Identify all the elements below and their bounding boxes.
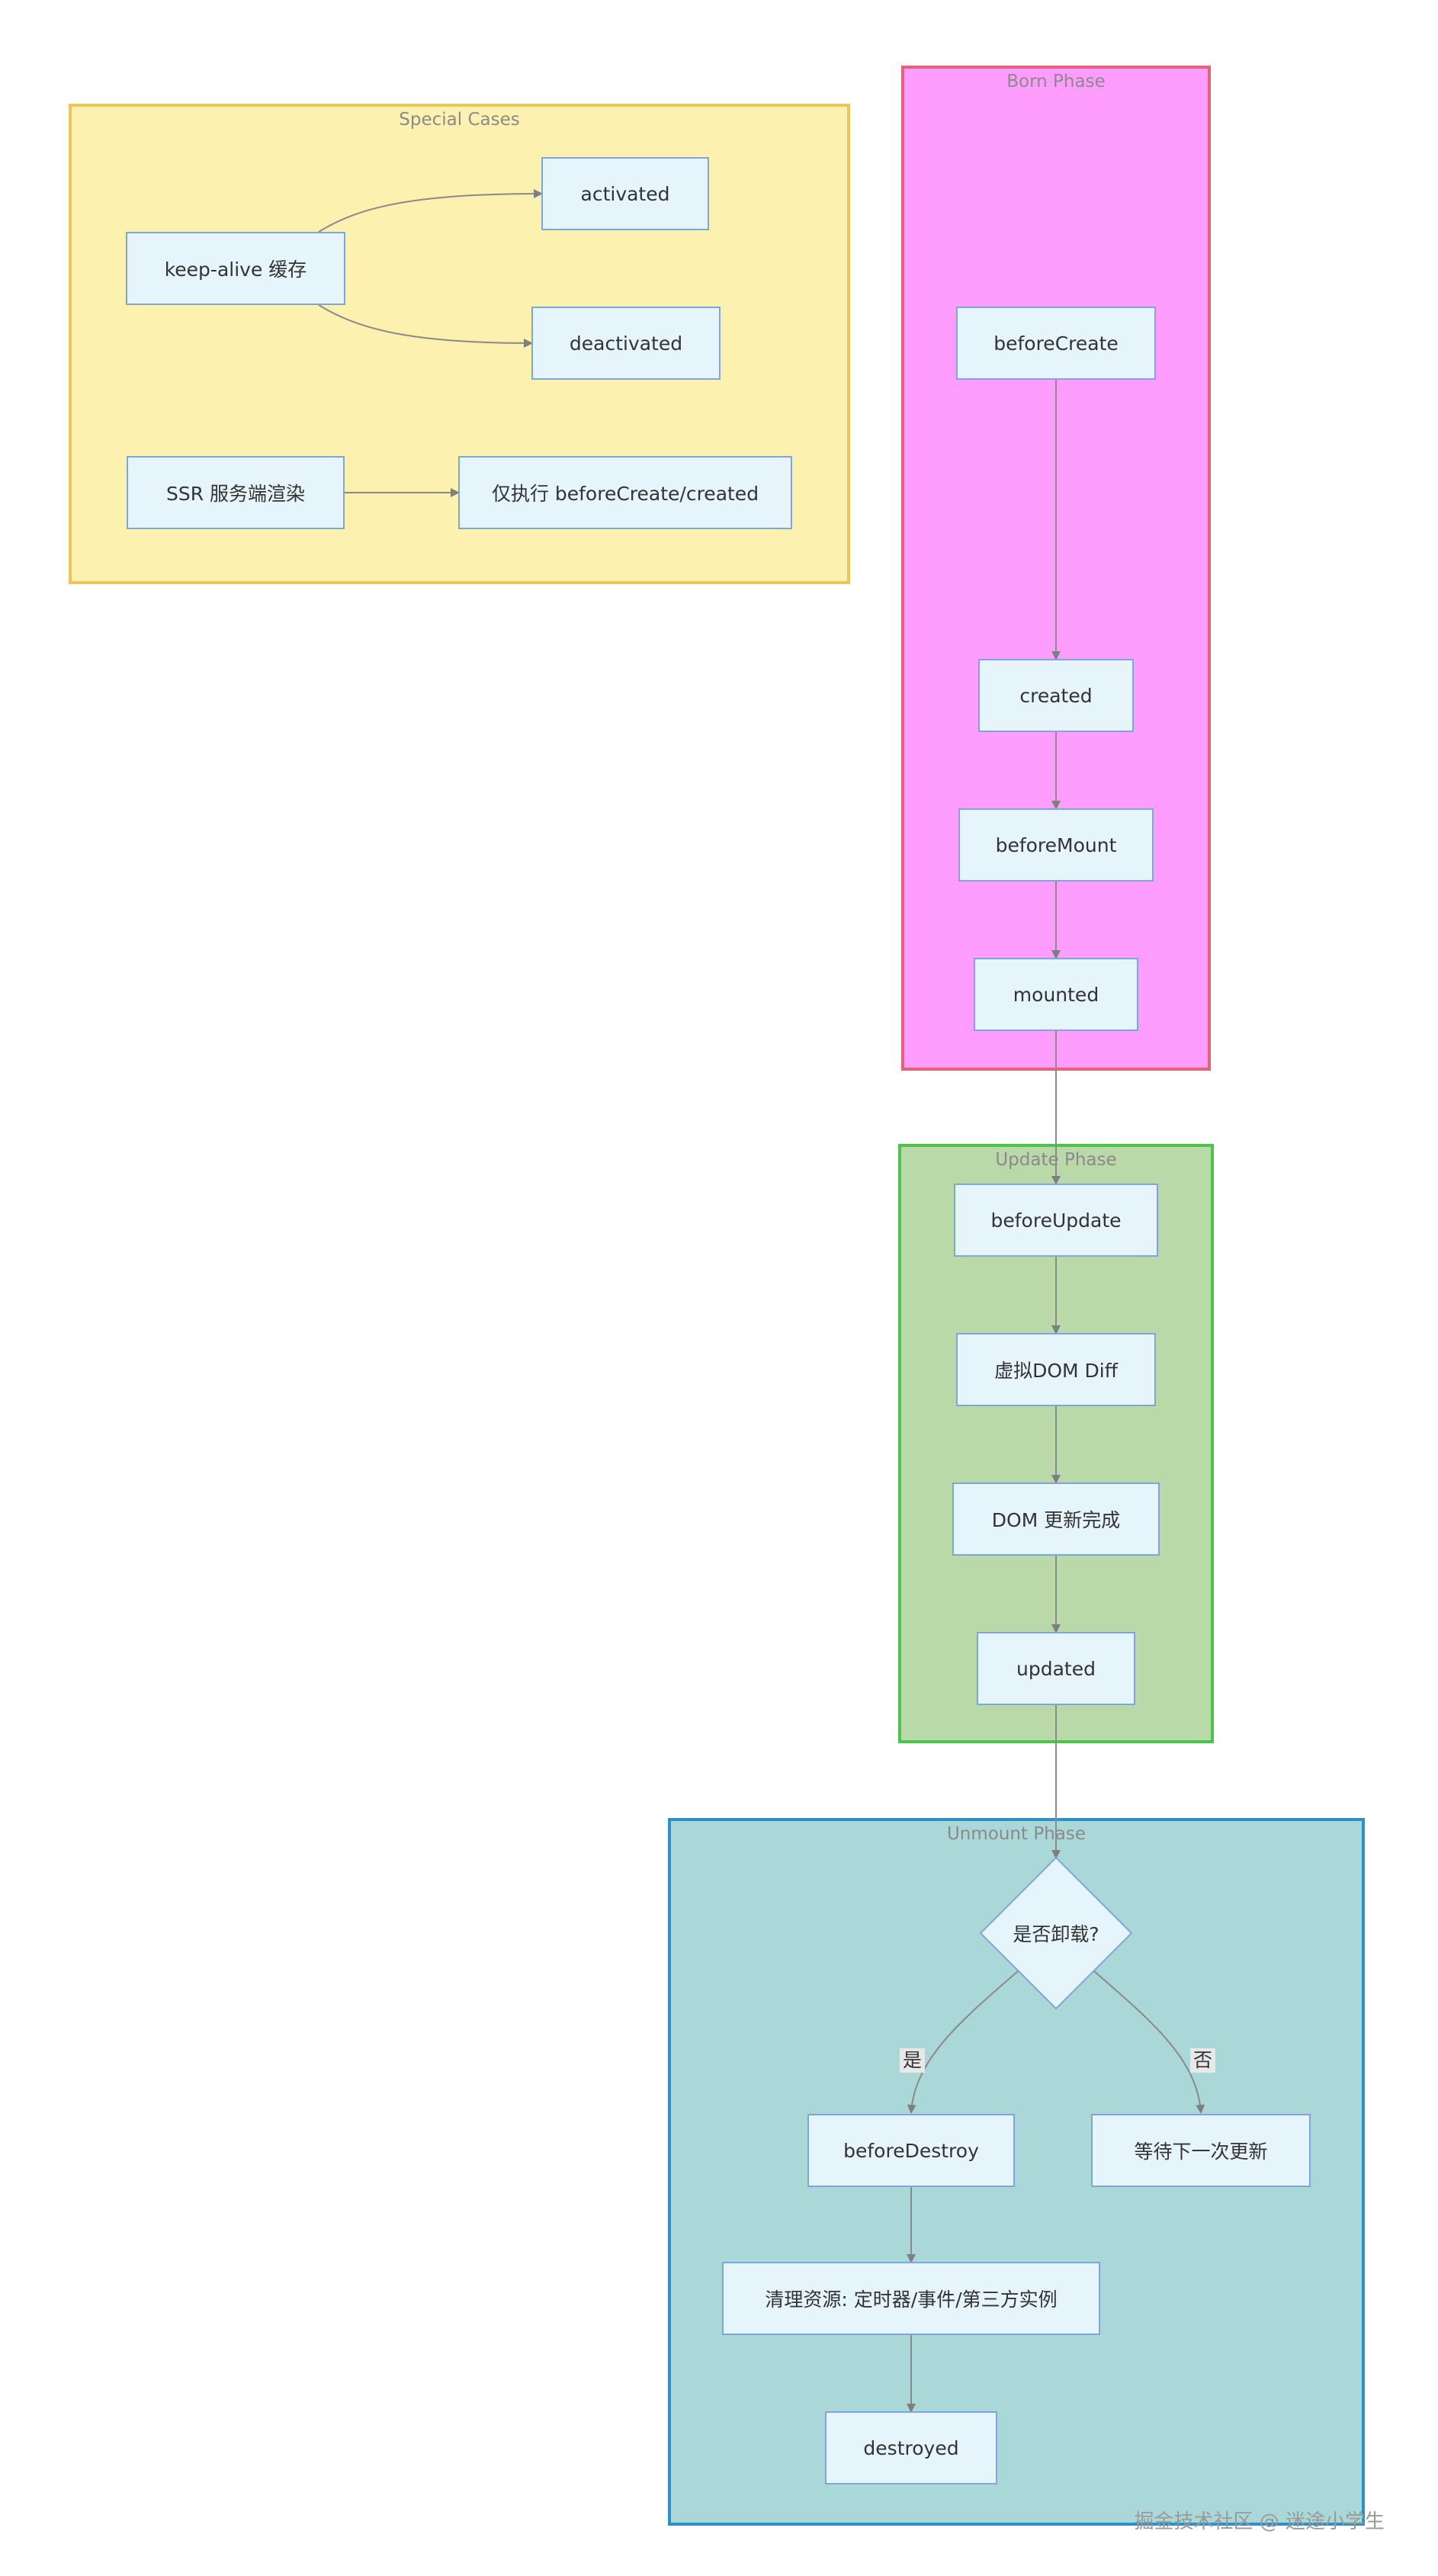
node-cleanup: 清理资源: 定时器/事件/第三方实例 bbox=[722, 2262, 1100, 2335]
node-keep-alive: keep-alive 缓存 bbox=[126, 232, 345, 305]
group-title-special-cases: Special Cases bbox=[399, 110, 520, 130]
decision-should-unmount-label: 是否卸载? bbox=[1013, 1923, 1099, 1945]
node-ssr: SSR 服务端渲染 bbox=[127, 456, 345, 529]
node-before-create: beforeCreate bbox=[956, 307, 1156, 380]
node-updated: updated bbox=[977, 1632, 1135, 1705]
edge-label-yes: 是 bbox=[900, 2048, 926, 2073]
node-dom-updated: DOM 更新完成 bbox=[952, 1482, 1160, 1556]
node-before-destroy: beforeDestroy bbox=[807, 2114, 1015, 2187]
node-wait-next: 等待下一次更新 bbox=[1091, 2114, 1311, 2187]
group-title-unmount-phase: Unmount Phase bbox=[946, 1824, 1087, 1844]
watermark: 掘金技术社区 @ 迷途小学生 bbox=[1134, 2510, 1385, 2533]
node-mounted: mounted bbox=[974, 958, 1138, 1031]
group-born-phase: Born Phase bbox=[901, 66, 1211, 1071]
node-before-update: beforeUpdate bbox=[954, 1184, 1158, 1257]
node-created: created bbox=[978, 659, 1134, 732]
group-title-update-phase: Update Phase bbox=[995, 1150, 1117, 1170]
group-title-born-phase: Born Phase bbox=[1006, 72, 1106, 92]
node-vdom-diff: 虚拟DOM Diff bbox=[956, 1333, 1156, 1406]
node-destroyed: destroyed bbox=[825, 2411, 997, 2484]
edge-label-no: 否 bbox=[1190, 2048, 1216, 2073]
node-activated: activated bbox=[541, 157, 709, 230]
node-ssr-only: 仅执行 beforeCreate/created bbox=[458, 456, 792, 529]
node-deactivated: deactivated bbox=[531, 307, 721, 380]
node-before-mount: beforeMount bbox=[958, 808, 1154, 882]
